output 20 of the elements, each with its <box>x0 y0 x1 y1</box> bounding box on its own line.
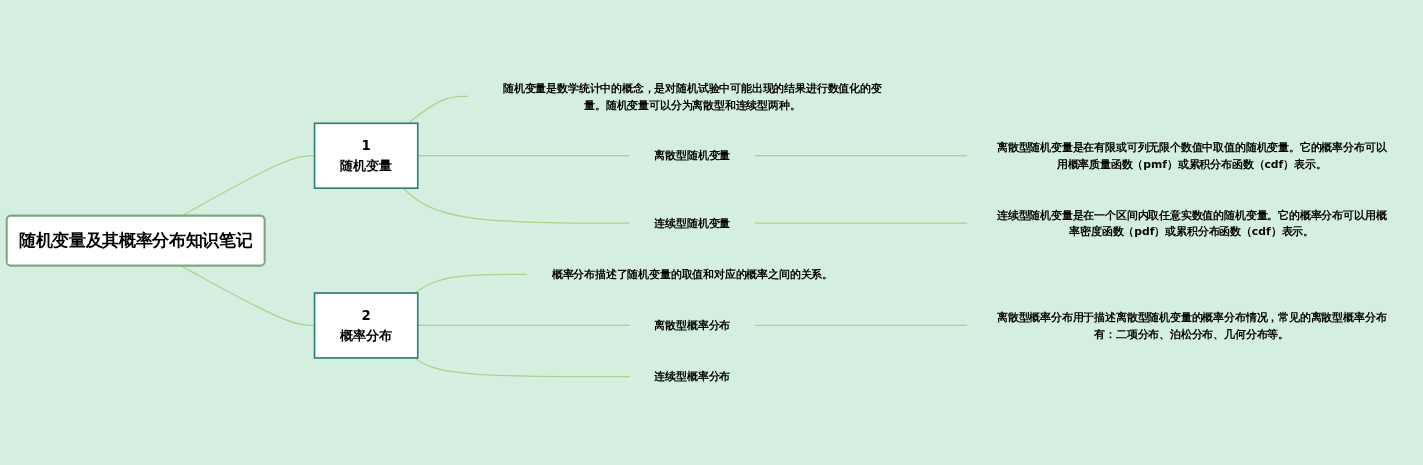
connector <box>414 357 631 378</box>
connector <box>417 155 631 157</box>
node-text: 概率分布描述了随机变量的取值和对应的概率之间的关系。 <box>551 267 833 281</box>
node-box: 2 概率分布 <box>313 292 419 359</box>
connector <box>754 222 968 224</box>
node-text: 连续型随机变量是在一个区间内取任意实数值的随机变量。它的概率分布可以用概率密度函数（pdf）或累积分布函数（cdf）表示。 <box>996 208 1387 238</box>
node-text: 离散型概率分布 <box>654 319 731 332</box>
connector <box>417 324 631 327</box>
connector <box>414 273 528 294</box>
connector <box>754 324 968 327</box>
node-text: 随机变量是数学统计中的概念，是对随机试验中可能出现的结果进行数值化的变量。随机变量可以分为离散型和连续型两种。 <box>503 81 882 111</box>
connector <box>754 155 968 157</box>
connector <box>402 187 631 224</box>
node-box: 1 随机变量 <box>313 122 419 189</box>
node-text: 离散型随机变量是在有限或可列无限个数值中取值的随机变量。它的概率分布可以用概率质量函数（pmf）或累积分布函数（cdf）表示。 <box>996 141 1387 170</box>
connector <box>407 95 469 124</box>
node-text: 离散型随机变量 <box>654 149 731 162</box>
node-text: 连续型概率分布 <box>654 370 731 383</box>
node-text: 连续型随机变量 <box>654 216 731 230</box>
node-text: 离散型概率分布用于描述离散型随机变量的概率分布情况，常见的离散型概率分布有：二项分布、泊松分布、几何分布等。 <box>996 310 1387 340</box>
